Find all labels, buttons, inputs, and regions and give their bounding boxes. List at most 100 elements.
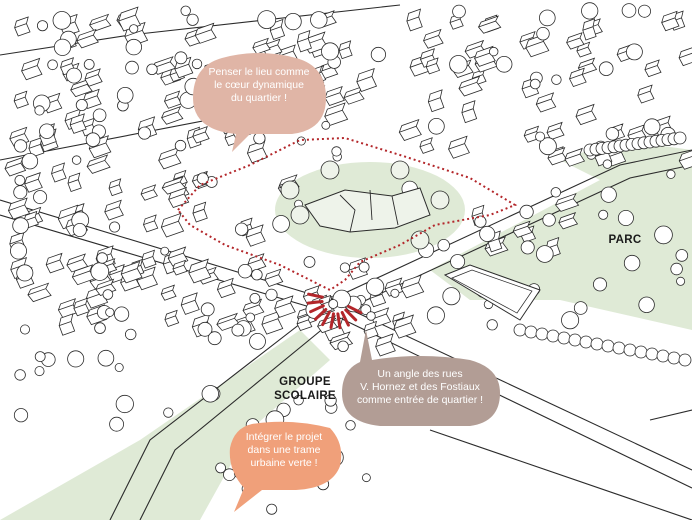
tree xyxy=(605,127,620,141)
tree xyxy=(272,215,290,233)
house xyxy=(142,214,159,233)
tree xyxy=(656,349,670,363)
tree xyxy=(675,249,689,262)
tree xyxy=(90,262,110,281)
tree xyxy=(249,292,261,304)
house xyxy=(535,92,557,113)
tree xyxy=(75,99,88,112)
house xyxy=(384,277,405,297)
central-building xyxy=(280,160,450,250)
tree xyxy=(19,324,30,335)
tree xyxy=(137,126,151,140)
tree xyxy=(253,132,266,145)
tree xyxy=(557,331,571,345)
house xyxy=(27,282,52,303)
tree xyxy=(280,180,300,200)
corner-ray xyxy=(344,308,358,322)
tree xyxy=(124,328,137,341)
tree xyxy=(538,9,556,27)
house xyxy=(582,18,597,41)
house xyxy=(296,30,312,53)
tree xyxy=(337,340,349,353)
project-perimeter xyxy=(176,136,518,292)
house xyxy=(84,68,103,87)
tree xyxy=(535,131,546,142)
road-south-b xyxy=(139,317,337,520)
tree xyxy=(365,277,385,296)
tree xyxy=(174,139,187,152)
house xyxy=(194,22,217,44)
tree xyxy=(598,61,614,76)
tree xyxy=(94,322,106,334)
house xyxy=(160,284,177,301)
house xyxy=(160,212,185,238)
tree xyxy=(310,11,328,29)
tree xyxy=(449,55,468,74)
label-parc: PARC xyxy=(608,234,642,246)
tree xyxy=(345,420,356,431)
tree xyxy=(34,366,45,377)
house xyxy=(82,88,102,110)
tree xyxy=(109,416,124,432)
tree xyxy=(529,78,541,90)
tree xyxy=(14,174,26,186)
corner-ray xyxy=(306,300,324,305)
tree xyxy=(14,139,28,153)
tree xyxy=(390,160,410,180)
house xyxy=(575,103,597,126)
bubble-trame xyxy=(229,421,342,512)
tree xyxy=(52,11,72,30)
house xyxy=(21,57,43,81)
house xyxy=(546,121,565,141)
tree xyxy=(360,304,372,316)
tree xyxy=(474,215,487,228)
tree xyxy=(197,321,213,337)
road-lower xyxy=(429,429,692,520)
tree xyxy=(361,473,371,483)
tree xyxy=(129,24,139,34)
tree xyxy=(623,254,641,272)
house xyxy=(678,150,692,170)
tree xyxy=(320,160,340,180)
house xyxy=(180,292,200,315)
tree xyxy=(568,333,582,347)
tree xyxy=(676,276,686,286)
house xyxy=(188,258,212,284)
speech-bubbles xyxy=(193,53,500,512)
tree xyxy=(670,262,683,276)
tree xyxy=(539,137,557,156)
house xyxy=(558,212,579,230)
corner-ray xyxy=(347,304,363,315)
house xyxy=(45,252,65,274)
tree xyxy=(265,288,278,301)
bubble-angle-text: Un angle des rues V. Hornez et des Fosti… xyxy=(356,368,484,406)
tree xyxy=(638,4,652,18)
house xyxy=(24,172,43,193)
house xyxy=(400,274,425,299)
house xyxy=(644,59,662,78)
corner-highlight-rays xyxy=(306,292,363,330)
tree xyxy=(520,240,535,255)
house xyxy=(50,162,67,183)
corner-ray xyxy=(307,292,324,299)
tree xyxy=(200,302,215,317)
building-block xyxy=(304,187,431,233)
house xyxy=(108,178,123,197)
tree xyxy=(535,245,554,263)
tree xyxy=(174,51,188,65)
tree xyxy=(426,306,445,325)
house xyxy=(274,295,296,318)
tree xyxy=(235,222,249,236)
house xyxy=(448,135,470,159)
school-green xyxy=(0,330,330,520)
tree xyxy=(479,225,496,242)
tree xyxy=(678,353,692,367)
house xyxy=(427,89,445,113)
house xyxy=(637,84,655,104)
tree xyxy=(390,288,400,298)
tree xyxy=(598,209,609,220)
bubble-coeur xyxy=(193,53,326,152)
label-groupe-scolaire: GROUPE SCOLAIRE xyxy=(274,376,336,402)
house xyxy=(419,137,435,154)
house xyxy=(14,16,31,37)
